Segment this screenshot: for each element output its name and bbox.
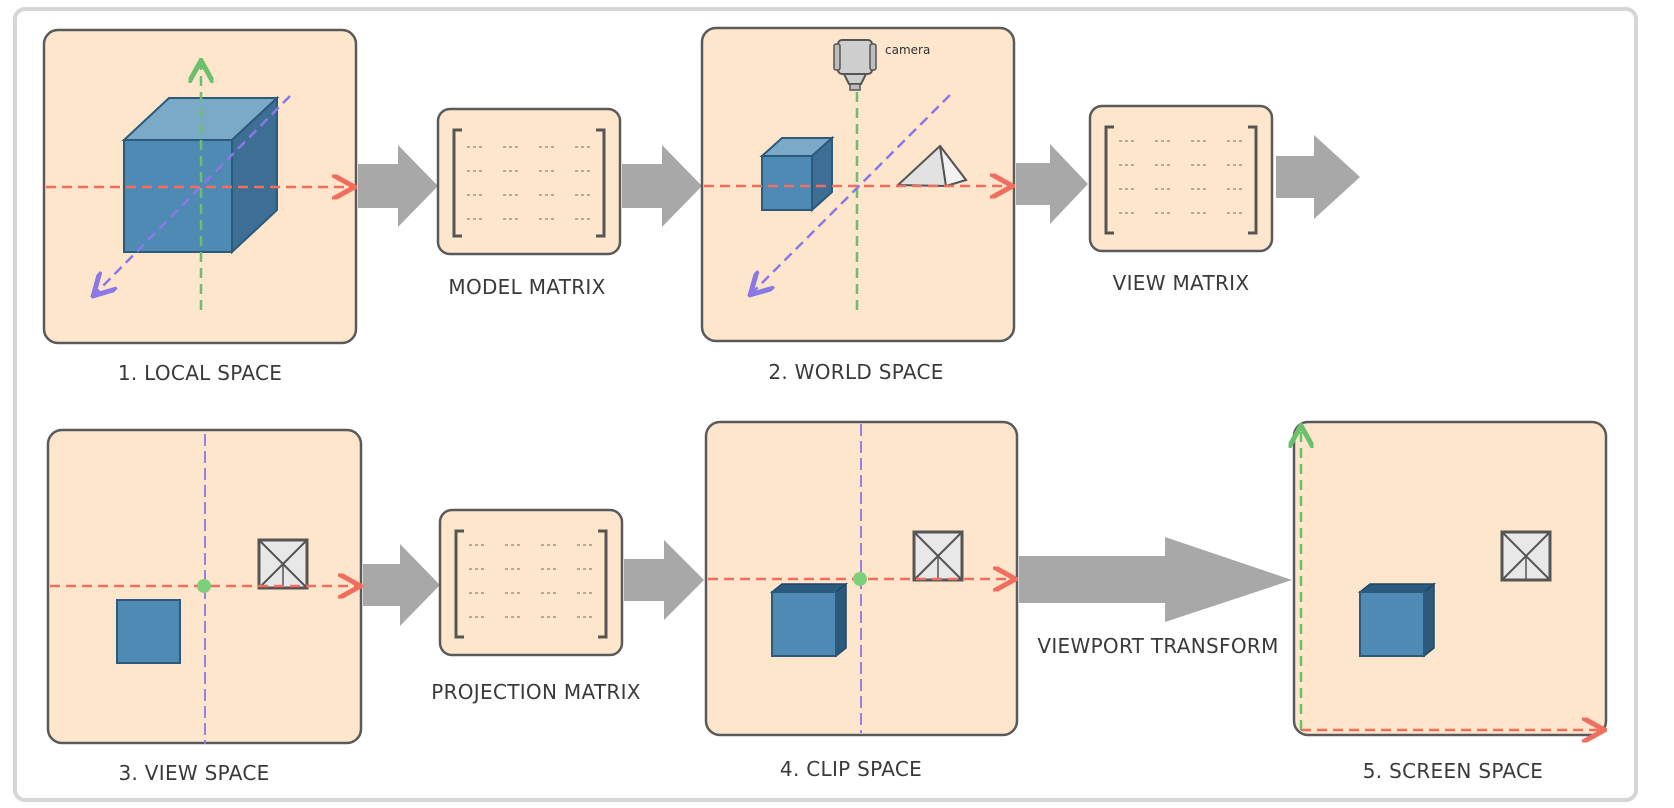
pyramid-front-shape [1500,530,1552,582]
arrow-6 [624,540,704,620]
pyramid-front-shape [912,530,964,582]
camera-label: camera [885,43,931,57]
cube-shape [1357,582,1437,658]
screen-space-label: 5. SCREEN SPACE [1362,759,1544,783]
viewport-transform-label: VIEWPORT TRANSFORM [1037,634,1279,658]
arrow-2 [622,145,702,227]
model-matrix-box [436,107,622,256]
arrow-7 [1019,537,1292,622]
origin-dot [853,572,867,586]
view-space-panel [46,428,361,745]
view-matrix-label: VIEW MATRIX [1112,271,1250,295]
z-axis [752,94,951,293]
view-space-label: 3. VIEW SPACE [118,761,270,785]
arrow-1 [358,145,438,227]
arrow-4 [1276,135,1360,219]
arrow-3 [1016,144,1088,224]
pyramid-shape [895,144,968,188]
pyramid-front-shape [257,538,309,590]
world-space-label: 2. WORLD SPACE [768,360,944,384]
clip-space-panel [704,420,1019,737]
camera-icon [833,39,877,91]
model-matrix-label: MODEL MATRIX [448,275,606,299]
cube-shape [759,135,835,213]
origin-dot [197,579,211,593]
cube-shape [769,582,849,658]
projection-matrix-label: PROJECTION MATRIX [431,680,641,704]
local-space-panel [42,28,358,345]
cube-shape [116,599,181,664]
world-space-panel [700,26,1016,343]
cube-shape [121,95,280,255]
clip-space-label: 4. CLIP SPACE [779,757,923,781]
projection-matrix-box [438,508,624,657]
z-axis [95,95,291,294]
screen-space-panel [1294,420,1608,735]
arrow-5 [363,544,440,626]
local-space-label: 1. LOCAL SPACE [117,361,283,385]
view-matrix-box [1088,104,1274,253]
